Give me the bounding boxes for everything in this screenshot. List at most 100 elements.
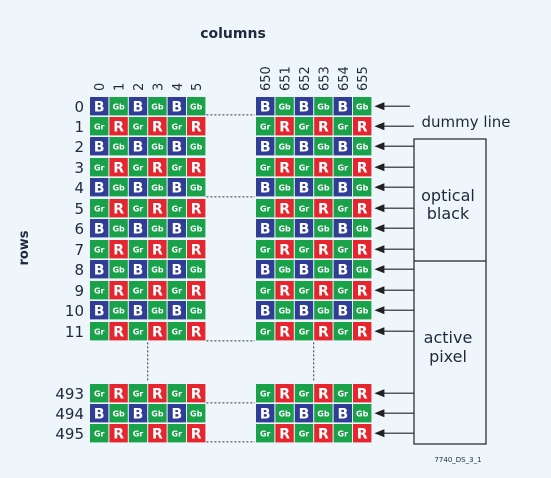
pixel-fill [148, 424, 167, 443]
pixel-fill [90, 97, 109, 116]
pixel-fill [275, 137, 294, 156]
pixel-gr-r11-c652: Gr [294, 322, 314, 341]
pixel-fill [187, 97, 206, 116]
pixel-gr-r5-c650: Gr [256, 199, 275, 218]
pixel-code: Gr [299, 430, 310, 439]
pixel-fill [275, 424, 294, 443]
pixel-r-r493-c5: R [187, 384, 206, 403]
pixel-fill [353, 97, 372, 116]
pixel-r-r9-c655: R [353, 281, 372, 300]
pixel-code: B [299, 140, 310, 156]
pixel-gr-r7-c652: Gr [294, 240, 314, 259]
pixel-fill [294, 404, 314, 423]
pixel-b-r0-c654: B [333, 97, 352, 116]
pixel-fill [167, 97, 186, 116]
pixel-r-r7-c3: R [148, 240, 167, 259]
pixel-fill [256, 219, 275, 238]
pixel-b-r4-c650: B [256, 178, 275, 197]
pixel-code: Gb [190, 307, 203, 316]
pixel-b-r0-c650: B [256, 97, 275, 116]
pixel-gr-r9-c652: Gr [294, 281, 314, 300]
pixel-code: B [299, 100, 310, 116]
pixel-fill [90, 240, 109, 259]
pixel-code: Gr [133, 430, 144, 439]
pixel-r-r5-c5: R [187, 199, 206, 218]
pixel-code: R [318, 120, 329, 136]
pixel-r-r9-c653: R [314, 281, 333, 300]
pixel-b-r8-c4: B [167, 260, 186, 279]
pixel-code: Gb [112, 307, 125, 316]
pixel-code: R [191, 120, 202, 136]
pixel-code: Gr [260, 123, 271, 132]
pixel-b-r6-c650: B [256, 219, 275, 238]
pixel-code: Gr [299, 205, 310, 214]
pixel-b-r2-c652: B [294, 137, 314, 156]
pixel-code: Gr [94, 246, 105, 255]
pixel-code: Gb [317, 103, 330, 112]
arrow-head-icon [374, 286, 385, 295]
arrow-head-icon [374, 183, 385, 192]
pixel-gb-r2-c5: Gb [187, 137, 206, 156]
pixel-gb-r2-c3: Gb [148, 137, 167, 156]
row-label-495: 495 [55, 425, 84, 443]
pixel-gb-r2-c655: Gb [353, 137, 372, 156]
pixel-fill [353, 199, 372, 218]
pixel-gr-r3-c652: Gr [294, 158, 314, 177]
pixel-code: Gr [94, 287, 105, 296]
pixel-fill [109, 281, 128, 300]
pixel-gr-r7-c0: Gr [90, 240, 109, 259]
pixel-code: Gr [94, 430, 105, 439]
pixel-fill [148, 117, 167, 136]
pixel-fill [314, 281, 333, 300]
pixel-fill [90, 424, 109, 443]
pixel-code: Gb [151, 103, 164, 112]
pixel-fill [353, 117, 372, 136]
pixel-fill [294, 384, 314, 403]
pixel-r-r3-c1: R [109, 158, 128, 177]
pixel-fill [167, 219, 186, 238]
pixel-gb-r0-c3: Gb [148, 97, 167, 116]
pixel-fill [294, 158, 314, 177]
arrow-row-6 [374, 224, 414, 233]
pixel-fill [314, 240, 333, 259]
col-label-right-5: 655 [356, 66, 371, 91]
pixel-gr-r1-c654: Gr [333, 117, 352, 136]
pixel-code: Gb [112, 266, 125, 275]
pixel-gb-r10-c655: Gb [353, 301, 372, 320]
arrow-head-icon [374, 224, 385, 233]
pixel-b-r10-c652: B [294, 301, 314, 320]
pixel-fill [148, 219, 167, 238]
pixel-fill [275, 199, 294, 218]
pixel-code: R [152, 284, 163, 300]
pixel-fill [333, 384, 352, 403]
pixel-code: B [337, 407, 348, 423]
pixel-code: R [191, 202, 202, 218]
pixel-code: B [133, 222, 144, 238]
pixel-gr-r493-c0: Gr [90, 384, 109, 403]
pixel-code: Gb [278, 184, 291, 193]
pixel-fill [275, 240, 294, 259]
pixel-fill [314, 158, 333, 177]
pixel-r-r5-c651: R [275, 199, 294, 218]
pixel-code: R [318, 202, 329, 218]
pixel-fill [128, 219, 148, 238]
pixel-r-r493-c3: R [148, 384, 167, 403]
pixel-code: Gr [338, 430, 349, 439]
pixel-r-r5-c655: R [353, 199, 372, 218]
pixel-code: Gr [133, 328, 144, 337]
pixel-fill [128, 158, 148, 177]
row-arrows [374, 102, 414, 438]
arrow-row-2 [374, 142, 414, 151]
pixel-gr-r495-c650: Gr [256, 424, 275, 443]
pixel-b-r4-c654: B [333, 178, 352, 197]
col-label-right-2: 652 [298, 66, 313, 91]
pixel-r-r1-c653: R [314, 117, 333, 136]
pixel-code: R [152, 325, 163, 341]
pixel-code: Gr [172, 390, 183, 399]
pixel-code: Gb [190, 184, 203, 193]
pixel-b-r0-c4: B [167, 97, 186, 116]
pixel-fill [90, 117, 109, 136]
pixel-r-r9-c1: R [109, 281, 128, 300]
pixel-fill [187, 301, 206, 320]
